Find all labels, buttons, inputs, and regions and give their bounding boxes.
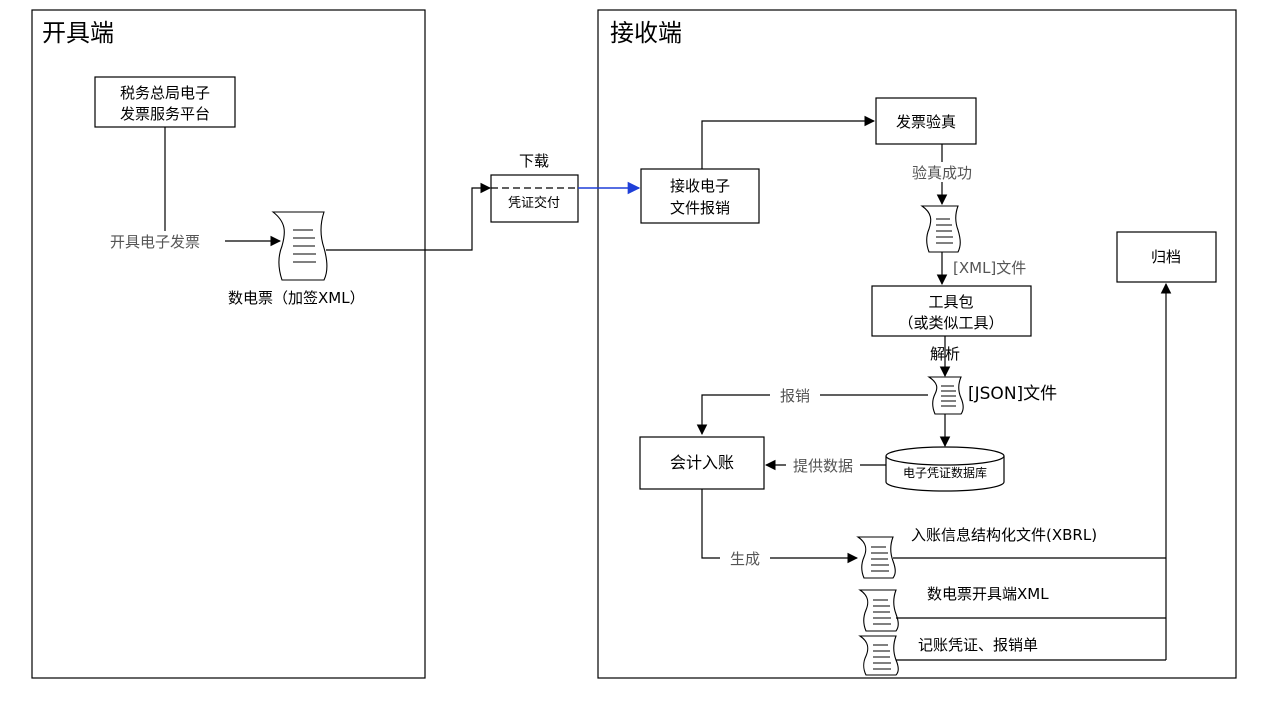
issue-label-bg <box>105 231 225 251</box>
voucher-database-label: 电子凭证数据库 <box>903 465 987 480</box>
accounting-entry-box <box>639 436 765 490</box>
issue-invoice-label: 开具电子发票 <box>110 233 200 251</box>
toolkit-label-2: （或类似工具） <box>898 314 1003 332</box>
receive-reimburse-label-1: 接收电子 <box>670 177 730 195</box>
xbrl-file-label: 入账信息结构化文件(XBRL) <box>911 526 1097 544</box>
xml-file-label: [XML]文件 <box>953 259 1026 277</box>
accounting-to-xbrl-connector <box>701 489 859 564</box>
download-label: 下载 <box>519 152 549 170</box>
tax-platform-label-2: 发票服务平台 <box>120 105 210 123</box>
receiver-panel-title: 接收端 <box>610 19 682 47</box>
invoice-verify-label: 发票验真 <box>896 113 956 131</box>
receive-reimburse-box <box>640 168 760 224</box>
archive-label: 归档 <box>1151 248 1181 266</box>
tax-platform-box <box>94 76 236 128</box>
issuer-xml-document-icon <box>858 589 899 632</box>
provide-data-label: 提供数据 <box>793 457 853 475</box>
archive-box <box>1116 231 1217 283</box>
voucher-database-icon <box>885 446 1005 492</box>
digital-invoice-label: 数电票（加签XML） <box>228 289 365 307</box>
xbrl-document-icon <box>856 536 896 579</box>
voucher-forms-label: 记账凭证、报销单 <box>918 636 1038 654</box>
receive-reimburse-label-2: 文件报销 <box>670 199 730 217</box>
reimburse-label: 报销 <box>780 387 810 405</box>
verify-success-bg <box>900 162 980 182</box>
toolkit-label-1: 工具包 <box>928 293 973 311</box>
digital-invoice-document-icon <box>271 211 328 281</box>
tax-platform-label-1: 税务总局电子 <box>120 84 210 102</box>
invoice-verify-box <box>875 97 977 145</box>
voucher-delivery-box <box>490 174 579 223</box>
issuer-panel-title: 开具端 <box>42 19 114 47</box>
generate-label: 生成 <box>730 550 760 568</box>
voucher-forms-document-icon <box>858 635 899 676</box>
json-file-label: [JSON]文件 <box>968 384 1057 404</box>
generate-label-bg <box>720 548 770 568</box>
reimburse-label-bg <box>770 385 820 405</box>
receive-to-verify-connector <box>701 115 876 169</box>
toolkit-box <box>871 285 1032 337</box>
json-to-accounting-connector <box>696 394 928 436</box>
accounting-entry-label: 会计入账 <box>670 453 734 472</box>
provide-data-bg <box>786 455 860 475</box>
issuer-xml-label: 数电票开具端XML <box>927 585 1049 603</box>
parse-label: 解析 <box>930 345 960 363</box>
xml-document-icon <box>920 205 961 253</box>
voucher-delivery-label: 凭证交付 <box>508 195 560 211</box>
verify-success-label: 验真成功 <box>912 164 972 182</box>
json-document-icon <box>927 376 964 415</box>
invoice-to-delivery-connector <box>326 182 492 251</box>
